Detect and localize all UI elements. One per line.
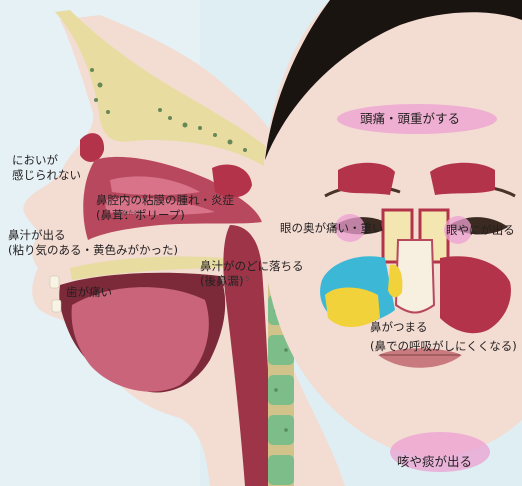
label-congestion: 鼻がつまる (鼻での呼吸がしにくくなる)	[370, 320, 517, 354]
frontal-sinus-right	[430, 163, 495, 195]
postnasal-ruby: こうびろう	[220, 274, 250, 283]
polyp-ruby: はなたけ	[116, 208, 140, 217]
label-nasal-discharge: 鼻汁が出る (粘り気のある・黄色みがかった)	[8, 228, 178, 258]
label-cough: 咳や痰が出る	[397, 454, 472, 469]
label-eye-discharge: 眼やにが出る	[446, 223, 515, 238]
label-headache: 頭痛・頭重がする	[360, 111, 460, 126]
label-smell-loss: においが 感じられない	[12, 153, 81, 183]
label-postnasal-drip: 鼻汁がのどに落ちる (後鼻漏)	[200, 259, 304, 289]
label-eye-pain: 眼の奥が痛い・重い	[280, 221, 384, 236]
label-toothache: 歯が痛い	[66, 285, 112, 300]
frontal-sinus-left	[338, 163, 395, 195]
